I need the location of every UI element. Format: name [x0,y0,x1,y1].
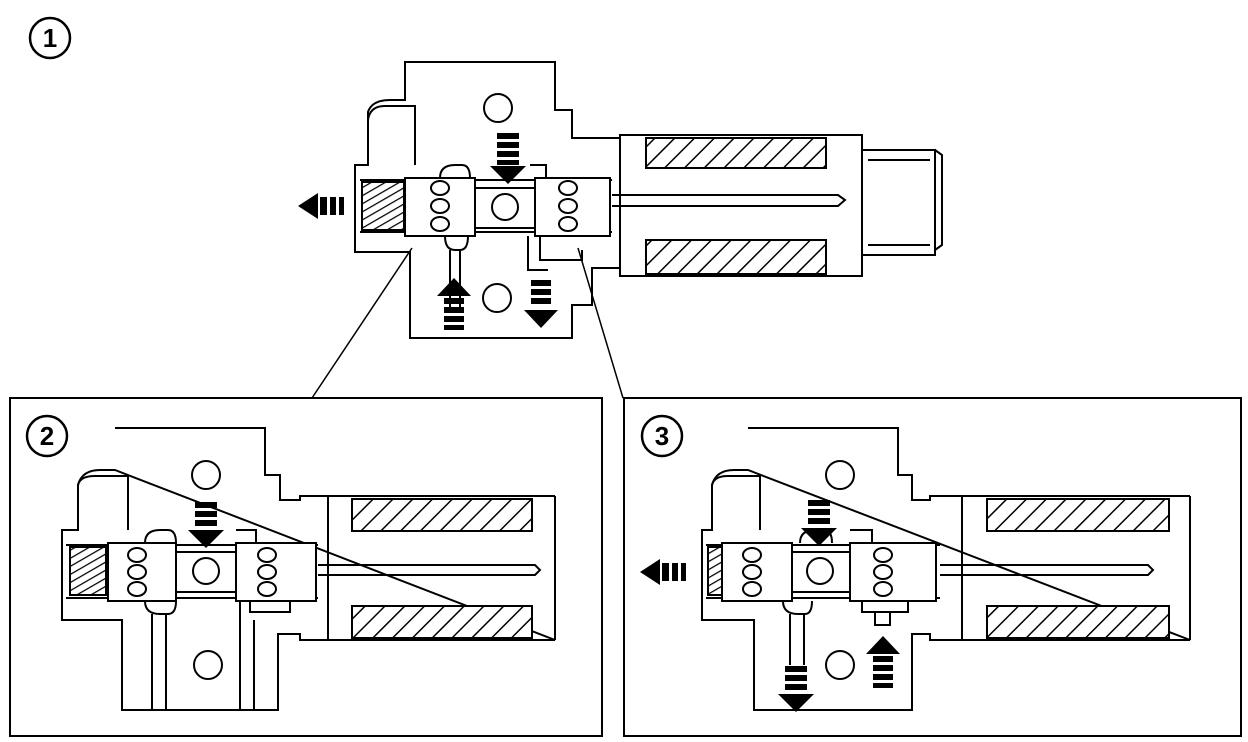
plunger-rod [318,564,542,576]
detail-frame-3 [623,397,1242,737]
connector [862,149,943,256]
flow-arrow-down [801,500,837,546]
detail-view-3: 3 [623,397,1242,737]
coil-winding-top [645,137,827,169]
coil-winding-bottom [645,239,827,275]
detail-view-2: 2 [9,397,603,737]
spool-land-left [721,542,793,602]
callout-2-label: 2 [40,421,54,451]
spool-land-left [107,542,177,602]
main-view: 1 [28,16,943,399]
flow-arrow-down [778,666,814,712]
flow-arrow-down [524,280,558,328]
leader-line-3 [577,247,624,399]
plunger-rod [940,564,1155,576]
leader-line-2 [311,247,413,399]
plunger-rod [612,194,847,207]
callout-2: 2 [25,414,69,458]
detail-frame-2 [9,397,603,737]
flow-arrow-up [437,278,471,330]
bolt-hole-bottom [193,650,223,680]
bolt-hole-bottom [482,283,512,313]
bolt-hole-bottom [825,650,855,680]
flow-arrow-up [866,636,900,688]
flow-arrow-left [298,193,344,219]
coil-winding-bottom [351,605,533,639]
callout-1-label: 1 [43,23,57,53]
spool-land-left [404,177,476,237]
flow-arrow-down [188,502,224,548]
flow-arrow-down [490,133,526,184]
spring [69,546,107,596]
bolt-hole-top [825,460,855,490]
flow-arrow-left [640,559,686,585]
spool-land-right [849,542,937,602]
spool-land-right [534,177,611,237]
bolt-hole-top [483,93,513,123]
callout-3-label: 3 [655,421,669,451]
spring [361,181,405,231]
bolt-hole-top [191,460,221,490]
callout-3: 3 [640,414,684,458]
coil-winding-top [351,498,533,532]
spring [707,546,723,596]
callout-1: 1 [28,16,72,60]
coil-winding-bottom [986,605,1170,639]
coil-winding-top [986,498,1170,532]
